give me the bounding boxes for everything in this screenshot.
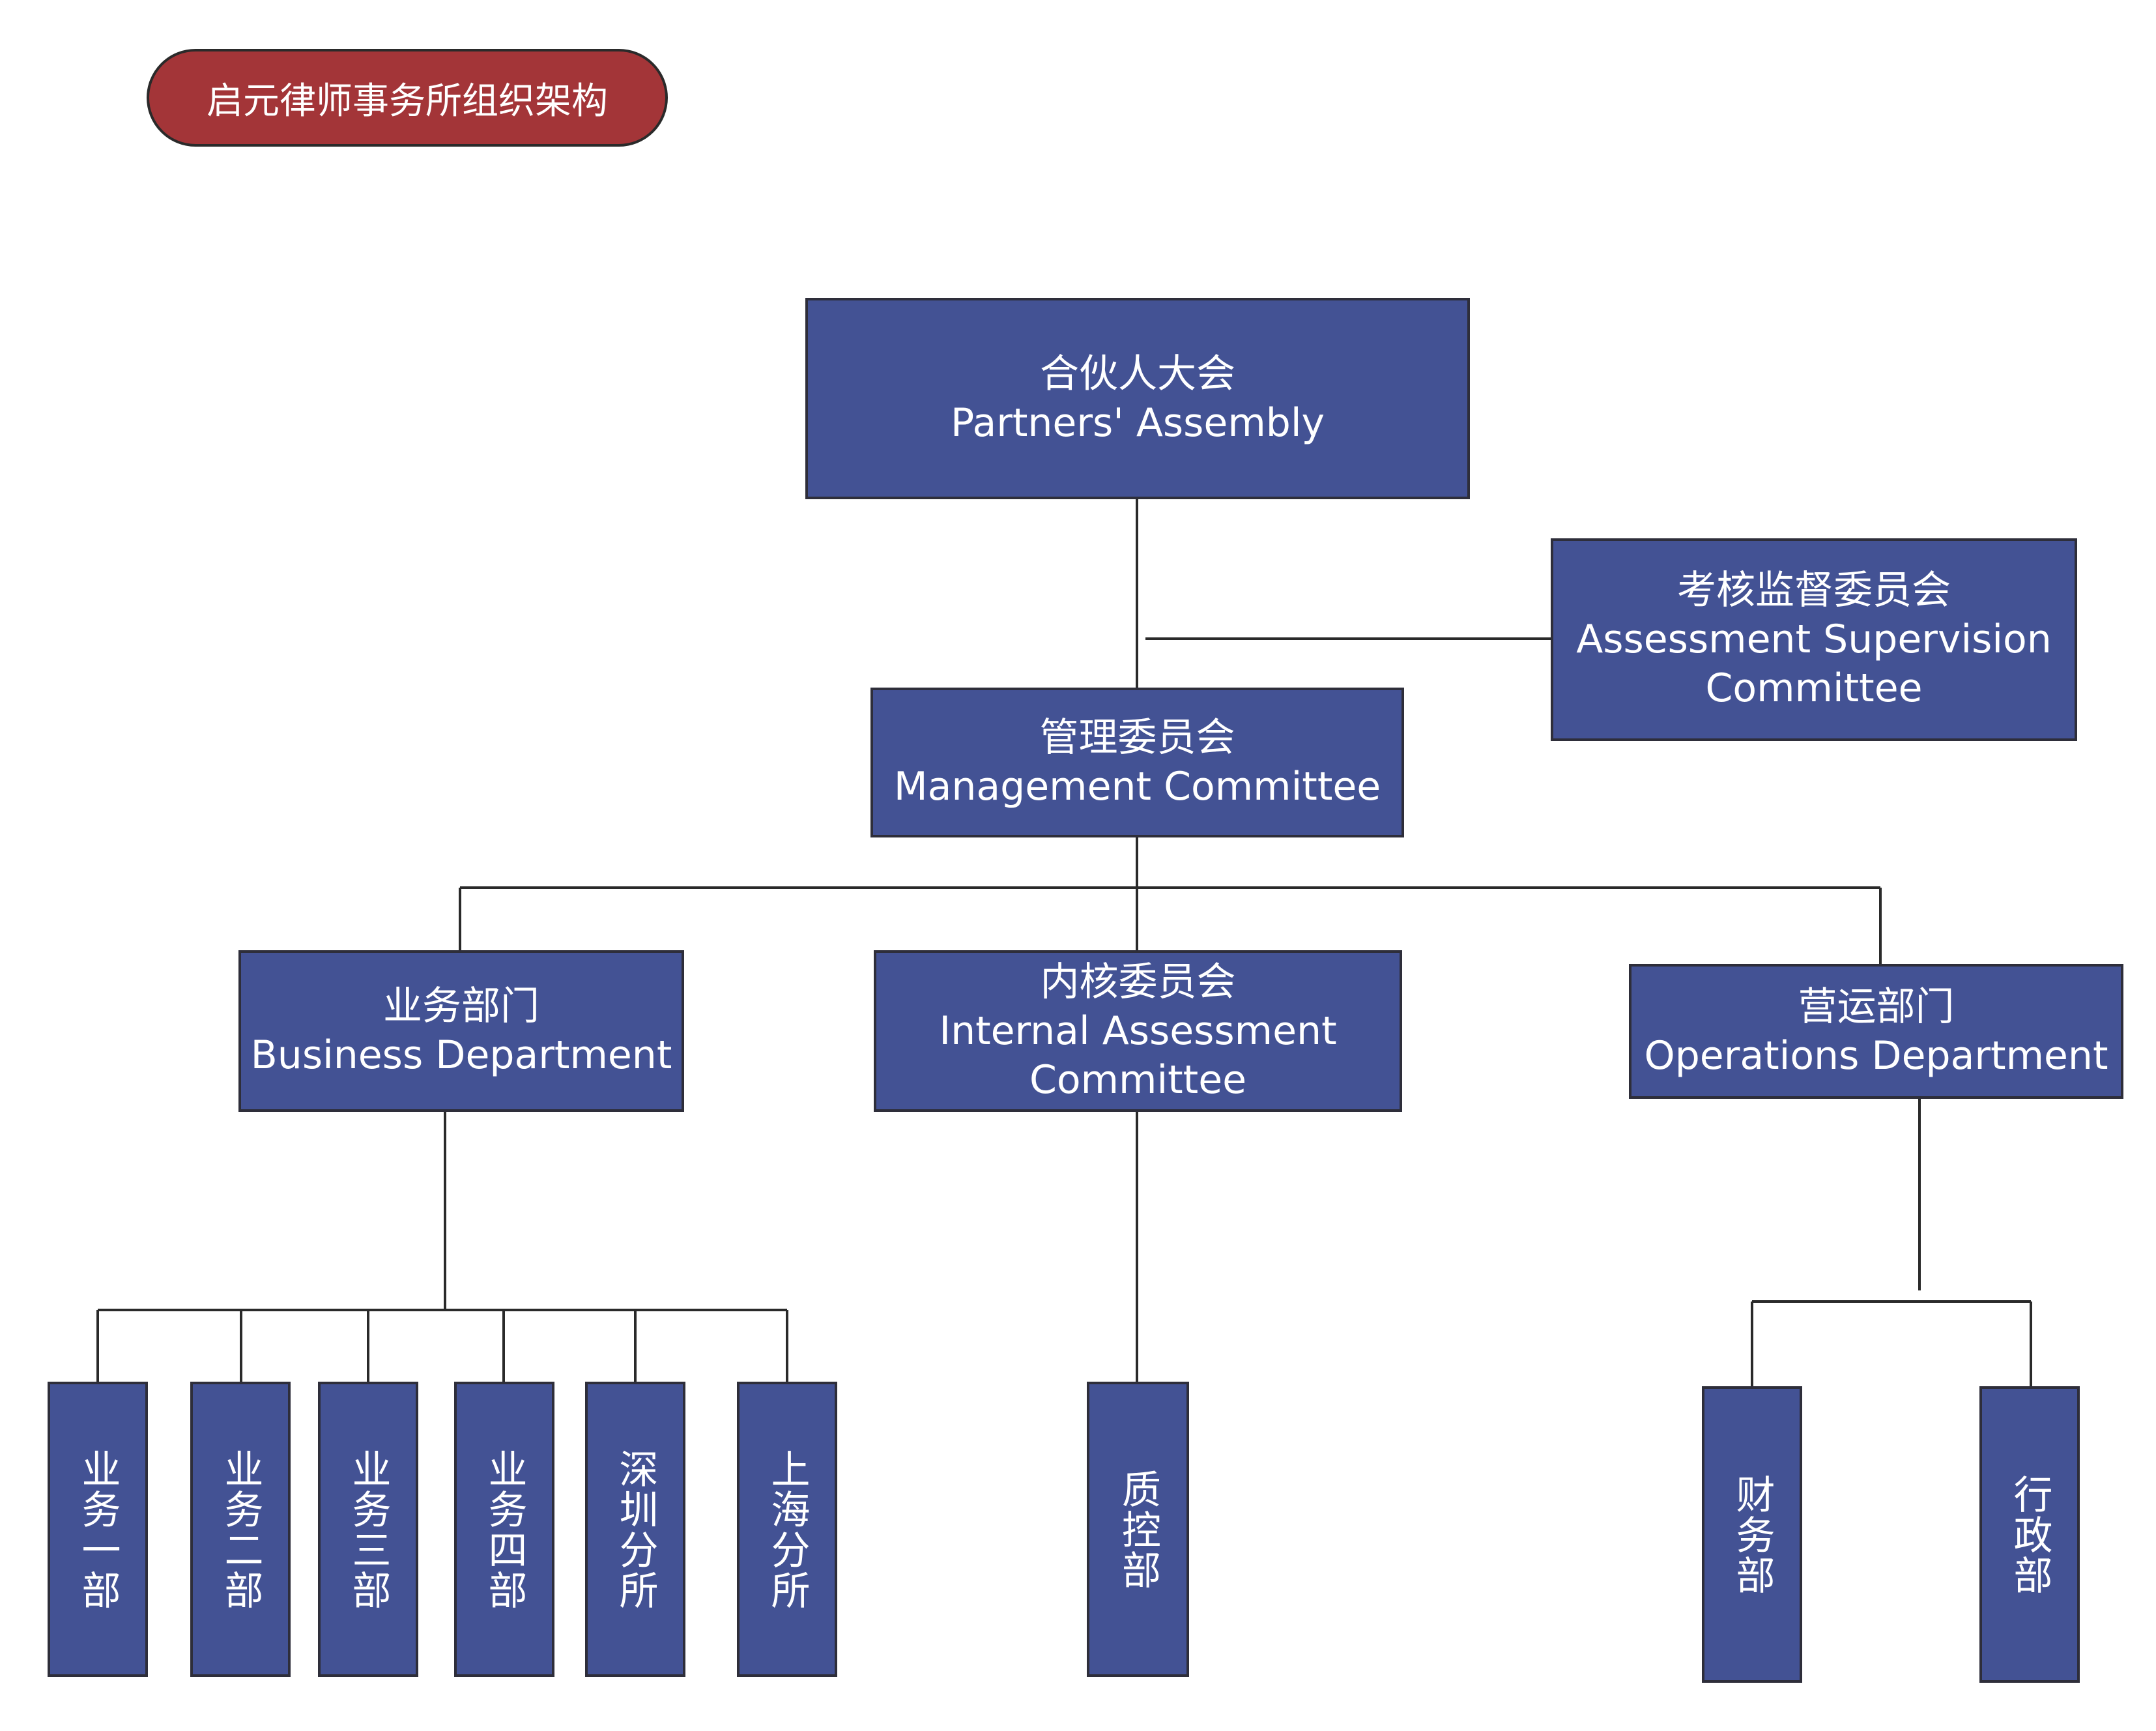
- business-department-zh: 业务部门: [383, 983, 539, 1029]
- business-unit-3-label: 业务三部: [345, 1448, 391, 1610]
- internal-assessment-en-line2: Committee: [1029, 1056, 1247, 1103]
- internal-assessment-en-line1: Internal Assessment: [939, 1008, 1337, 1054]
- operations-department-box: 营运部门 Operations Department: [1629, 964, 2123, 1099]
- shanghai-branch-label: 上海分所: [764, 1448, 810, 1610]
- assessment-supervision-box: 考核监督委员会 Assessment Supervision Committee: [1551, 538, 2077, 741]
- quality-control-box: 质控部: [1087, 1382, 1189, 1677]
- admin-box: 行政部: [1979, 1386, 2080, 1683]
- assessment-supervision-en-line2: Committee: [1705, 665, 1923, 711]
- shenzhen-branch-box: 深圳分所: [585, 1382, 685, 1677]
- shanghai-branch-box: 上海分所: [737, 1382, 837, 1677]
- management-committee-zh: 管理委员会: [1039, 715, 1235, 761]
- admin-label: 行政部: [2007, 1474, 2052, 1595]
- partners-assembly-en: Partners' Assembly: [950, 400, 1325, 446]
- management-committee-en: Management Committee: [893, 764, 1381, 809]
- management-committee-box: 管理委员会 Management Committee: [870, 688, 1404, 837]
- business-department-en: Business Department: [250, 1032, 672, 1078]
- business-unit-1-box: 业务一部: [48, 1382, 148, 1677]
- partners-assembly-box: 合伙人大会 Partners' Assembly: [805, 298, 1470, 499]
- assessment-supervision-zh: 考核监督委员会: [1677, 568, 1951, 613]
- operations-department-zh: 营运部门: [1798, 983, 1955, 1030]
- business-unit-2-box: 业务二部: [190, 1382, 291, 1677]
- internal-assessment-box: 内核委员会 Internal Assessment Committee: [874, 950, 1402, 1112]
- business-unit-1-label: 业务一部: [75, 1448, 121, 1610]
- finance-label: 财务部: [1729, 1474, 1775, 1595]
- business-unit-3-box: 业务三部: [318, 1382, 418, 1677]
- business-department-box: 业务部门 Business Department: [238, 950, 684, 1112]
- shenzhen-branch-label: 深圳分所: [612, 1448, 658, 1610]
- chart-title: 启元律师事务所组织架构: [147, 49, 668, 147]
- quality-control-label: 质控部: [1115, 1468, 1161, 1590]
- business-unit-4-label: 业务四部: [482, 1448, 527, 1610]
- internal-assessment-zh: 内核委员会: [1040, 959, 1236, 1005]
- finance-box: 财务部: [1702, 1386, 1802, 1683]
- assessment-supervision-en-line1: Assessment Supervision: [1576, 617, 2052, 662]
- operations-department-en: Operations Department: [1644, 1032, 2108, 1079]
- partners-assembly-zh: 合伙人大会: [1040, 351, 1235, 397]
- business-unit-2-label: 业务二部: [218, 1448, 263, 1610]
- business-unit-4-box: 业务四部: [454, 1382, 554, 1677]
